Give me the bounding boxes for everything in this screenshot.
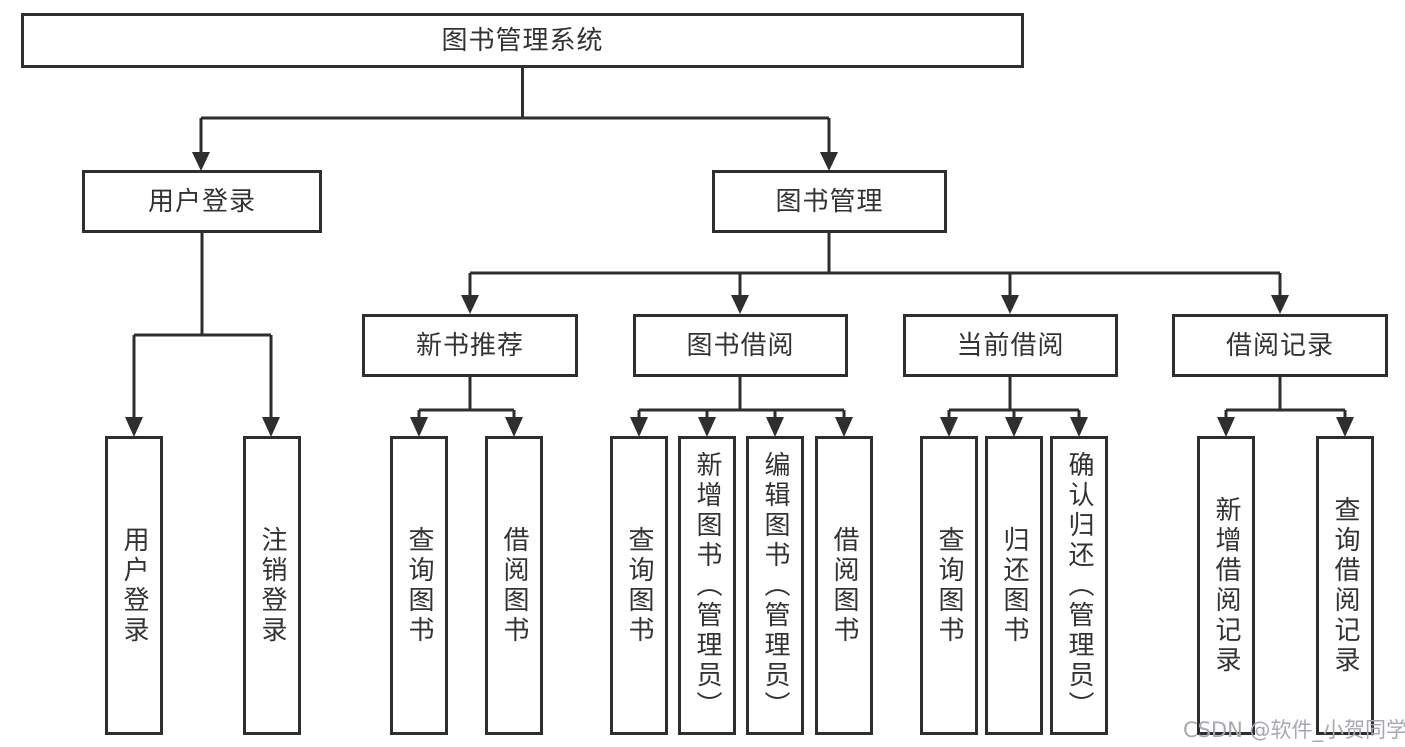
node-label: 用户登录	[147, 186, 256, 217]
node-new-book-recommendation: 新书推荐	[362, 314, 578, 377]
leaf-logout: 注销登录	[243, 436, 301, 735]
leaf-query-books-borrowing: 查询图书	[610, 436, 668, 735]
leaf-user-login: 用户登录	[105, 436, 163, 735]
node-current-borrowing: 当前借阅	[903, 314, 1118, 377]
leaf-label: 新增图书（管理员）	[692, 450, 722, 721]
leaf-confirm-return-admin: 确认归还（管理员）	[1050, 436, 1108, 735]
leaf-add-books-admin: 新增图书（管理员）	[678, 436, 736, 735]
leaf-label: 编辑图书（管理员）	[760, 450, 790, 721]
node-label: 借阅记录	[1225, 330, 1334, 361]
leaf-label: 用户登录	[119, 525, 149, 646]
leaf-label: 确认归还（管理员）	[1064, 450, 1094, 721]
leaf-add-borrow-record: 新增借阅记录	[1197, 436, 1255, 735]
leaf-query-books-current: 查询图书	[920, 436, 978, 735]
leaf-label: 查询图书	[624, 525, 654, 646]
csdn-watermark: CSDN @软件_小贺同学	[1183, 718, 1405, 742]
leaf-return-books: 归还图书	[985, 436, 1043, 735]
leaf-label: 归还图书	[999, 525, 1029, 646]
node-user-login-module: 用户登录	[82, 170, 322, 233]
leaf-edit-books-admin: 编辑图书（管理员）	[746, 436, 804, 735]
node-library-management-system: 图书管理系统	[21, 13, 1024, 68]
node-book-management-module: 图书管理	[712, 170, 947, 233]
leaf-label: 查询图书	[404, 525, 434, 646]
leaf-query-books-recommend: 查询图书	[390, 436, 448, 735]
node-label: 图书管理系统	[441, 25, 604, 56]
node-label: 图书管理	[775, 186, 884, 217]
leaf-borrow-books-recommend: 借阅图书	[485, 436, 543, 735]
leaf-query-borrow-record: 查询借阅记录	[1316, 436, 1374, 735]
node-label: 当前借阅	[956, 330, 1065, 361]
node-label: 图书借阅	[686, 330, 795, 361]
node-borrowing-records: 借阅记录	[1172, 314, 1388, 377]
leaf-label: 查询借阅记录	[1330, 495, 1360, 676]
branch-lines	[132, 68, 1347, 420]
leaf-label: 注销登录	[257, 525, 287, 646]
leaf-label: 新增借阅记录	[1211, 495, 1241, 676]
leaf-label: 借阅图书	[829, 525, 859, 646]
leaf-borrow-books: 借阅图书	[815, 436, 873, 735]
node-label: 新书推荐	[415, 330, 524, 361]
node-book-borrowing: 图书借阅	[633, 314, 848, 377]
leaf-label: 借阅图书	[499, 525, 529, 646]
leaf-label: 查询图书	[934, 525, 964, 646]
